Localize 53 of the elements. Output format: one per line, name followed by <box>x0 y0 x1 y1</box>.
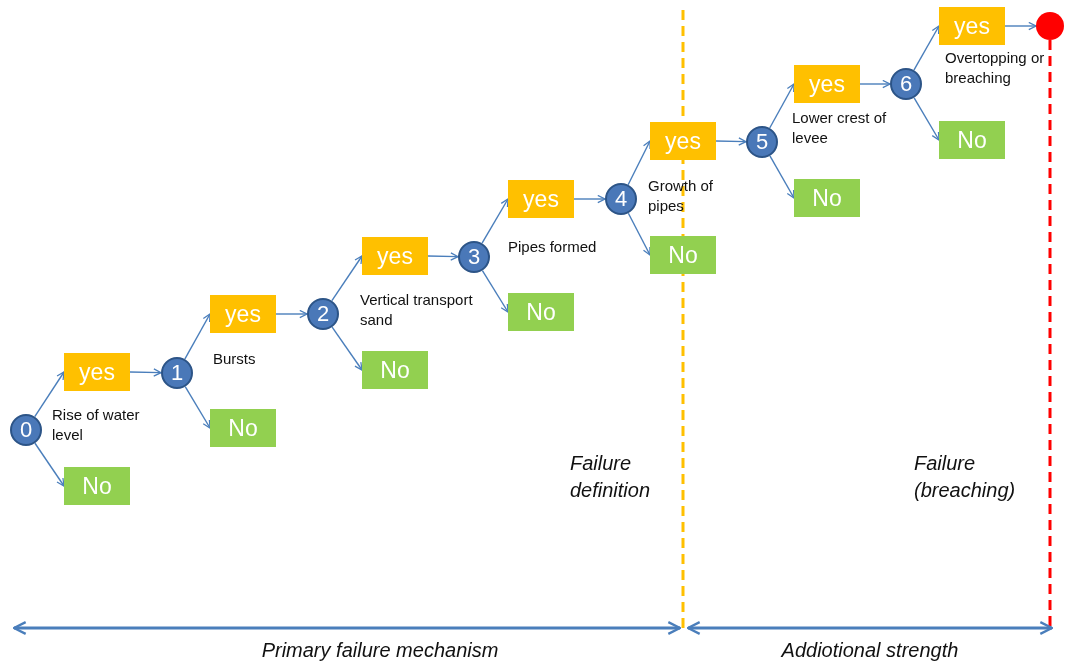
arrow <box>769 155 795 199</box>
step-caption: Overtopping or breaching <box>945 48 1046 88</box>
arrow <box>34 442 65 487</box>
step-circle: 3 <box>458 241 490 273</box>
arrow <box>481 198 509 244</box>
step-caption: Bursts <box>213 349 257 369</box>
zone-label: Failure (breaching) <box>914 451 1017 503</box>
range-label: Primary failure mechanism <box>260 638 500 663</box>
range-label: Addiotional strength <box>779 638 960 663</box>
step-circle: 5 <box>746 126 778 158</box>
arrow <box>1004 21 1037 31</box>
arrow <box>627 212 651 256</box>
yes-box: yes <box>794 65 860 103</box>
yes-box: yes <box>939 7 1005 45</box>
step-caption: Pipes formed <box>508 237 598 257</box>
arrow <box>184 313 211 360</box>
arrow <box>481 269 509 313</box>
arrow <box>34 371 65 418</box>
yes-box: yes <box>64 353 130 391</box>
arrow <box>715 137 747 146</box>
step-circle: 1 <box>161 357 193 389</box>
arrow <box>129 368 162 377</box>
arrow <box>913 97 940 141</box>
no-box: No <box>650 236 716 274</box>
arrow <box>859 79 891 89</box>
yes-box: yes <box>650 122 716 160</box>
no-box: No <box>210 409 276 447</box>
arrow <box>275 309 308 319</box>
arrow <box>184 386 211 429</box>
arrow <box>913 25 940 71</box>
step-caption: Rise of water level <box>52 405 141 445</box>
step-circle: 2 <box>307 298 339 330</box>
no-box: No <box>939 121 1005 159</box>
arrow <box>427 252 459 261</box>
yes-box: yes <box>362 237 428 275</box>
step-caption: Vertical transport sand <box>360 290 474 330</box>
no-box: No <box>508 293 574 331</box>
step-circle: 0 <box>10 414 42 446</box>
arrow <box>573 194 606 204</box>
step-circle: 6 <box>890 68 922 100</box>
step-circle: 4 <box>605 183 637 215</box>
no-box: No <box>794 179 860 217</box>
zone-label: Failure definition <box>570 451 652 503</box>
no-box: No <box>64 467 130 505</box>
arrow <box>331 255 363 302</box>
step-caption: Lower crest of levee <box>792 108 888 148</box>
yes-box: yes <box>210 295 276 333</box>
no-box: No <box>362 351 428 389</box>
arrow <box>769 83 795 129</box>
yes-box: yes <box>508 180 574 218</box>
end-dot <box>1036 12 1064 40</box>
arrow <box>627 140 651 186</box>
arrow <box>331 326 363 371</box>
